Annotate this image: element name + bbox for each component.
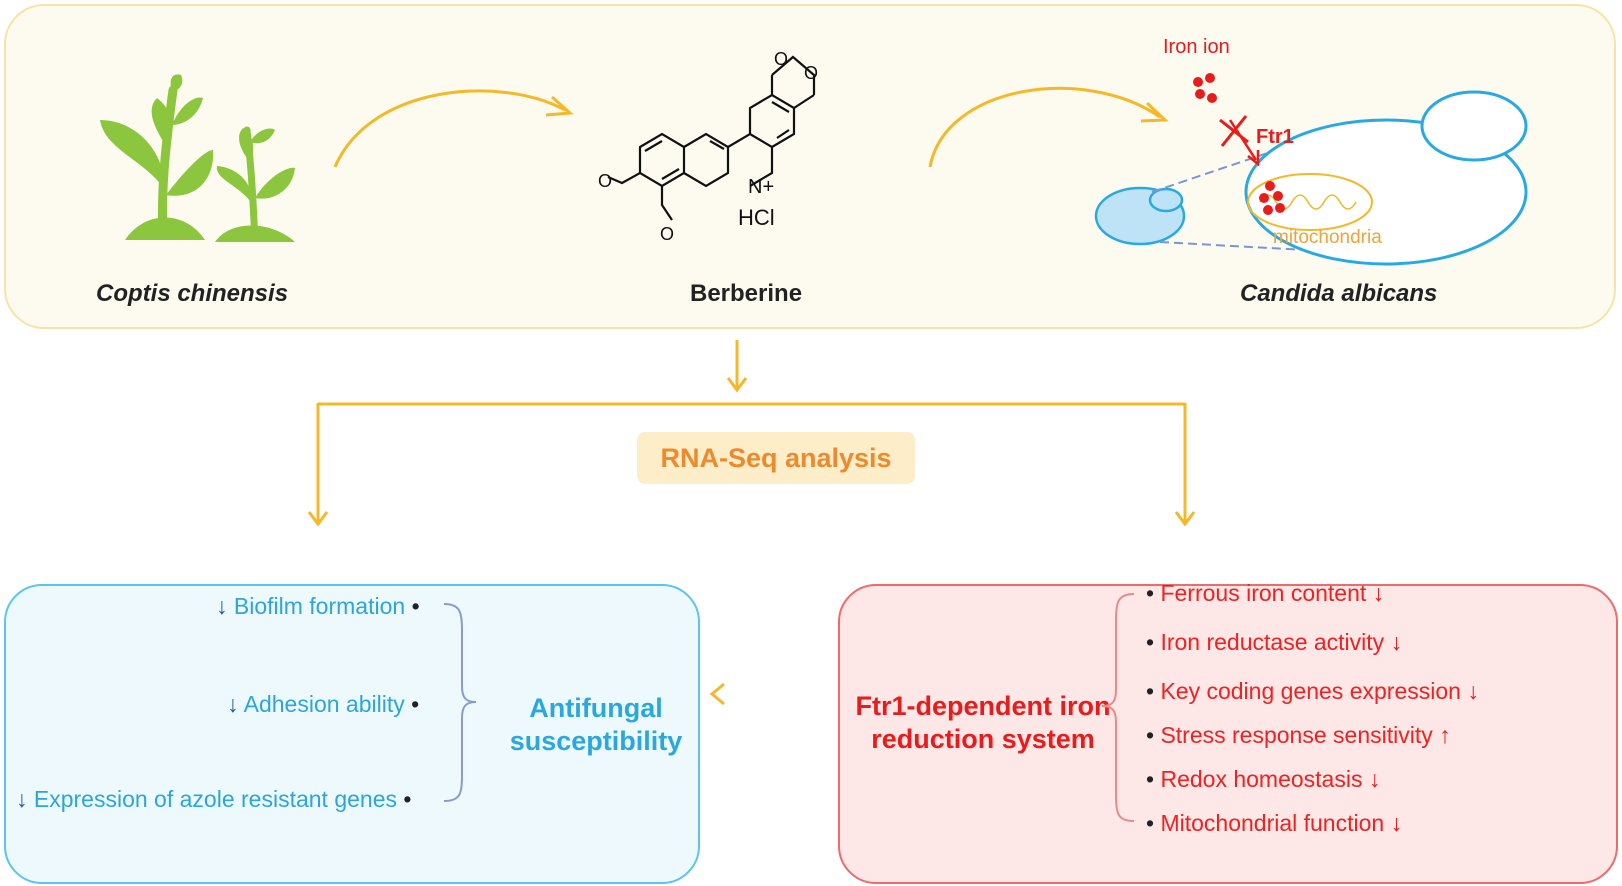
right-item-mito: • Mitochondrial function ↓ [1146,810,1403,836]
right-item-text: Key coding genes expression [1160,678,1461,704]
down-arrow-icon: ↓ [216,593,228,619]
down-arrow-icon: ↓ [16,786,28,812]
salt-label: HCl [738,205,775,230]
plant-icon [100,74,295,242]
right-brace [1101,593,1135,822]
berberine-structure-icon: O O O O N+ HCl [598,49,818,244]
right-item-genes: • Key coding genes expression ↓ [1146,678,1479,704]
right-panel [838,584,1618,884]
iron-ion-label: Iron ion [1163,36,1230,58]
ftr1-line2: reduction system [871,724,1095,754]
right-item-redox: • Redox homeostasis ↓ [1146,766,1381,792]
down-arrow-icon: ↓ [1390,810,1403,836]
antifungal-line2: susceptibility [509,726,683,756]
ftr1-transporter-label: Ftr1 [1256,126,1294,148]
right-item-ferrous: • Ferrous iron content ↓ [1146,580,1385,606]
antifungal-summary: Antifungal susceptibility [496,692,696,758]
left-item-azole: ↓ Expression of azole resistant genes • [16,786,412,812]
ftr1-summary: Ftr1-dependent iron reduction system [838,690,1128,756]
svg-text:O: O [598,171,612,191]
left-panel [4,584,700,884]
down-arrow-icon: ↓ [227,691,239,717]
right-item-text: Stress response sensitivity [1160,722,1433,748]
down-arrow-icon: ↓ [1368,766,1381,792]
mitochondria-label: mitochondria [1273,227,1382,248]
right-item-text: Ferrous iron content [1160,580,1367,606]
right-item-text: Redox homeostasis [1160,766,1363,792]
left-arrow-head [709,682,725,706]
organism-caption: Candida albicans [1240,280,1438,307]
rna-seq-box: RNA-Seq analysis [637,432,915,484]
curved-arrow-2 [928,86,1169,168]
charge-label: N+ [748,176,774,198]
right-item-text: Mitochondrial function [1160,810,1385,836]
down-arrow-icon: ↓ [1390,629,1403,655]
left-item-text: Expression of azole resistant genes [33,786,397,812]
left-item-text: Adhesion ability [243,691,405,717]
plant-caption: Coptis chinensis [96,280,289,307]
svg-text:O: O [804,63,818,83]
left-item-biofilm: ↓ Biofilm formation • [216,593,420,619]
antifungal-line1: Antifungal [529,693,663,723]
down-arrow-icon: ↓ [1372,580,1385,606]
curved-arrow-1 [333,89,574,168]
compound-caption: Berberine [690,280,803,307]
svg-text:O: O [774,49,788,69]
svg-text:O: O [660,224,674,244]
candida-cell-icon [1094,73,1528,266]
right-item-stress: • Stress response sensitivity ↑ [1146,722,1451,748]
flow-arrows [307,340,1196,527]
up-arrow-icon: ↑ [1439,722,1451,748]
left-brace [443,603,477,802]
left-item-text: Biofilm formation [233,593,406,619]
right-item-text: Iron reductase activity [1160,629,1385,655]
ftr1-line1: Ftr1-dependent iron [855,691,1111,721]
rna-seq-label: RNA-Seq analysis [660,443,892,473]
left-item-adhesion: ↓ Adhesion ability • [227,691,420,717]
right-item-reductase: • Iron reductase activity ↓ [1146,629,1403,655]
down-arrow-icon: ↓ [1467,678,1479,704]
